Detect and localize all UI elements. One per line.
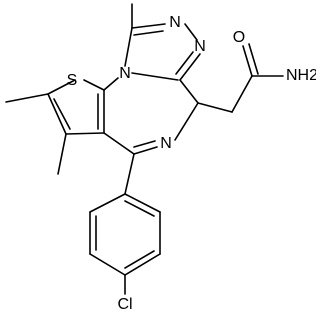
bond: [197, 102, 233, 113]
atom-label-sulfur: S: [67, 72, 78, 89]
bond: [131, 72, 179, 81]
bond: [124, 250, 155, 269]
bond: [83, 79, 105, 91]
bond: [47, 93, 67, 135]
bond: [124, 193, 161, 213]
bond: [89, 253, 126, 276]
atom-label-nitrogen: N: [169, 14, 181, 31]
bond: [124, 200, 155, 217]
bond: [89, 193, 126, 213]
bond: [248, 43, 259, 75]
atom-label-amine: NH2: [286, 67, 316, 84]
bond: [175, 51, 194, 75]
bond: [103, 77, 119, 91]
atom-label-chlorine: Cl: [117, 296, 132, 313]
bond: [131, 23, 166, 29]
bond: [103, 132, 135, 155]
bond: [57, 133, 67, 175]
bond: [47, 79, 76, 95]
bond: [231, 75, 253, 113]
bond: [184, 23, 198, 41]
atom-label-nitrogen: N: [160, 135, 172, 152]
bond: [124, 27, 133, 67]
bond: [179, 79, 199, 104]
bond: [133, 30, 164, 36]
bond: [124, 253, 161, 276]
bond: [133, 146, 158, 155]
atom-label-nitrogen: N: [194, 38, 206, 55]
bond: [65, 132, 105, 135]
atom-label-oxygen: O: [233, 29, 245, 46]
bond: [53, 98, 71, 130]
bond: [133, 140, 156, 148]
bond: [5, 93, 49, 103]
atom-label-nitrogen: N: [119, 65, 131, 82]
bond: [179, 53, 201, 81]
bond: [242, 45, 253, 77]
bond: [174, 102, 199, 141]
bond: [124, 153, 135, 195]
